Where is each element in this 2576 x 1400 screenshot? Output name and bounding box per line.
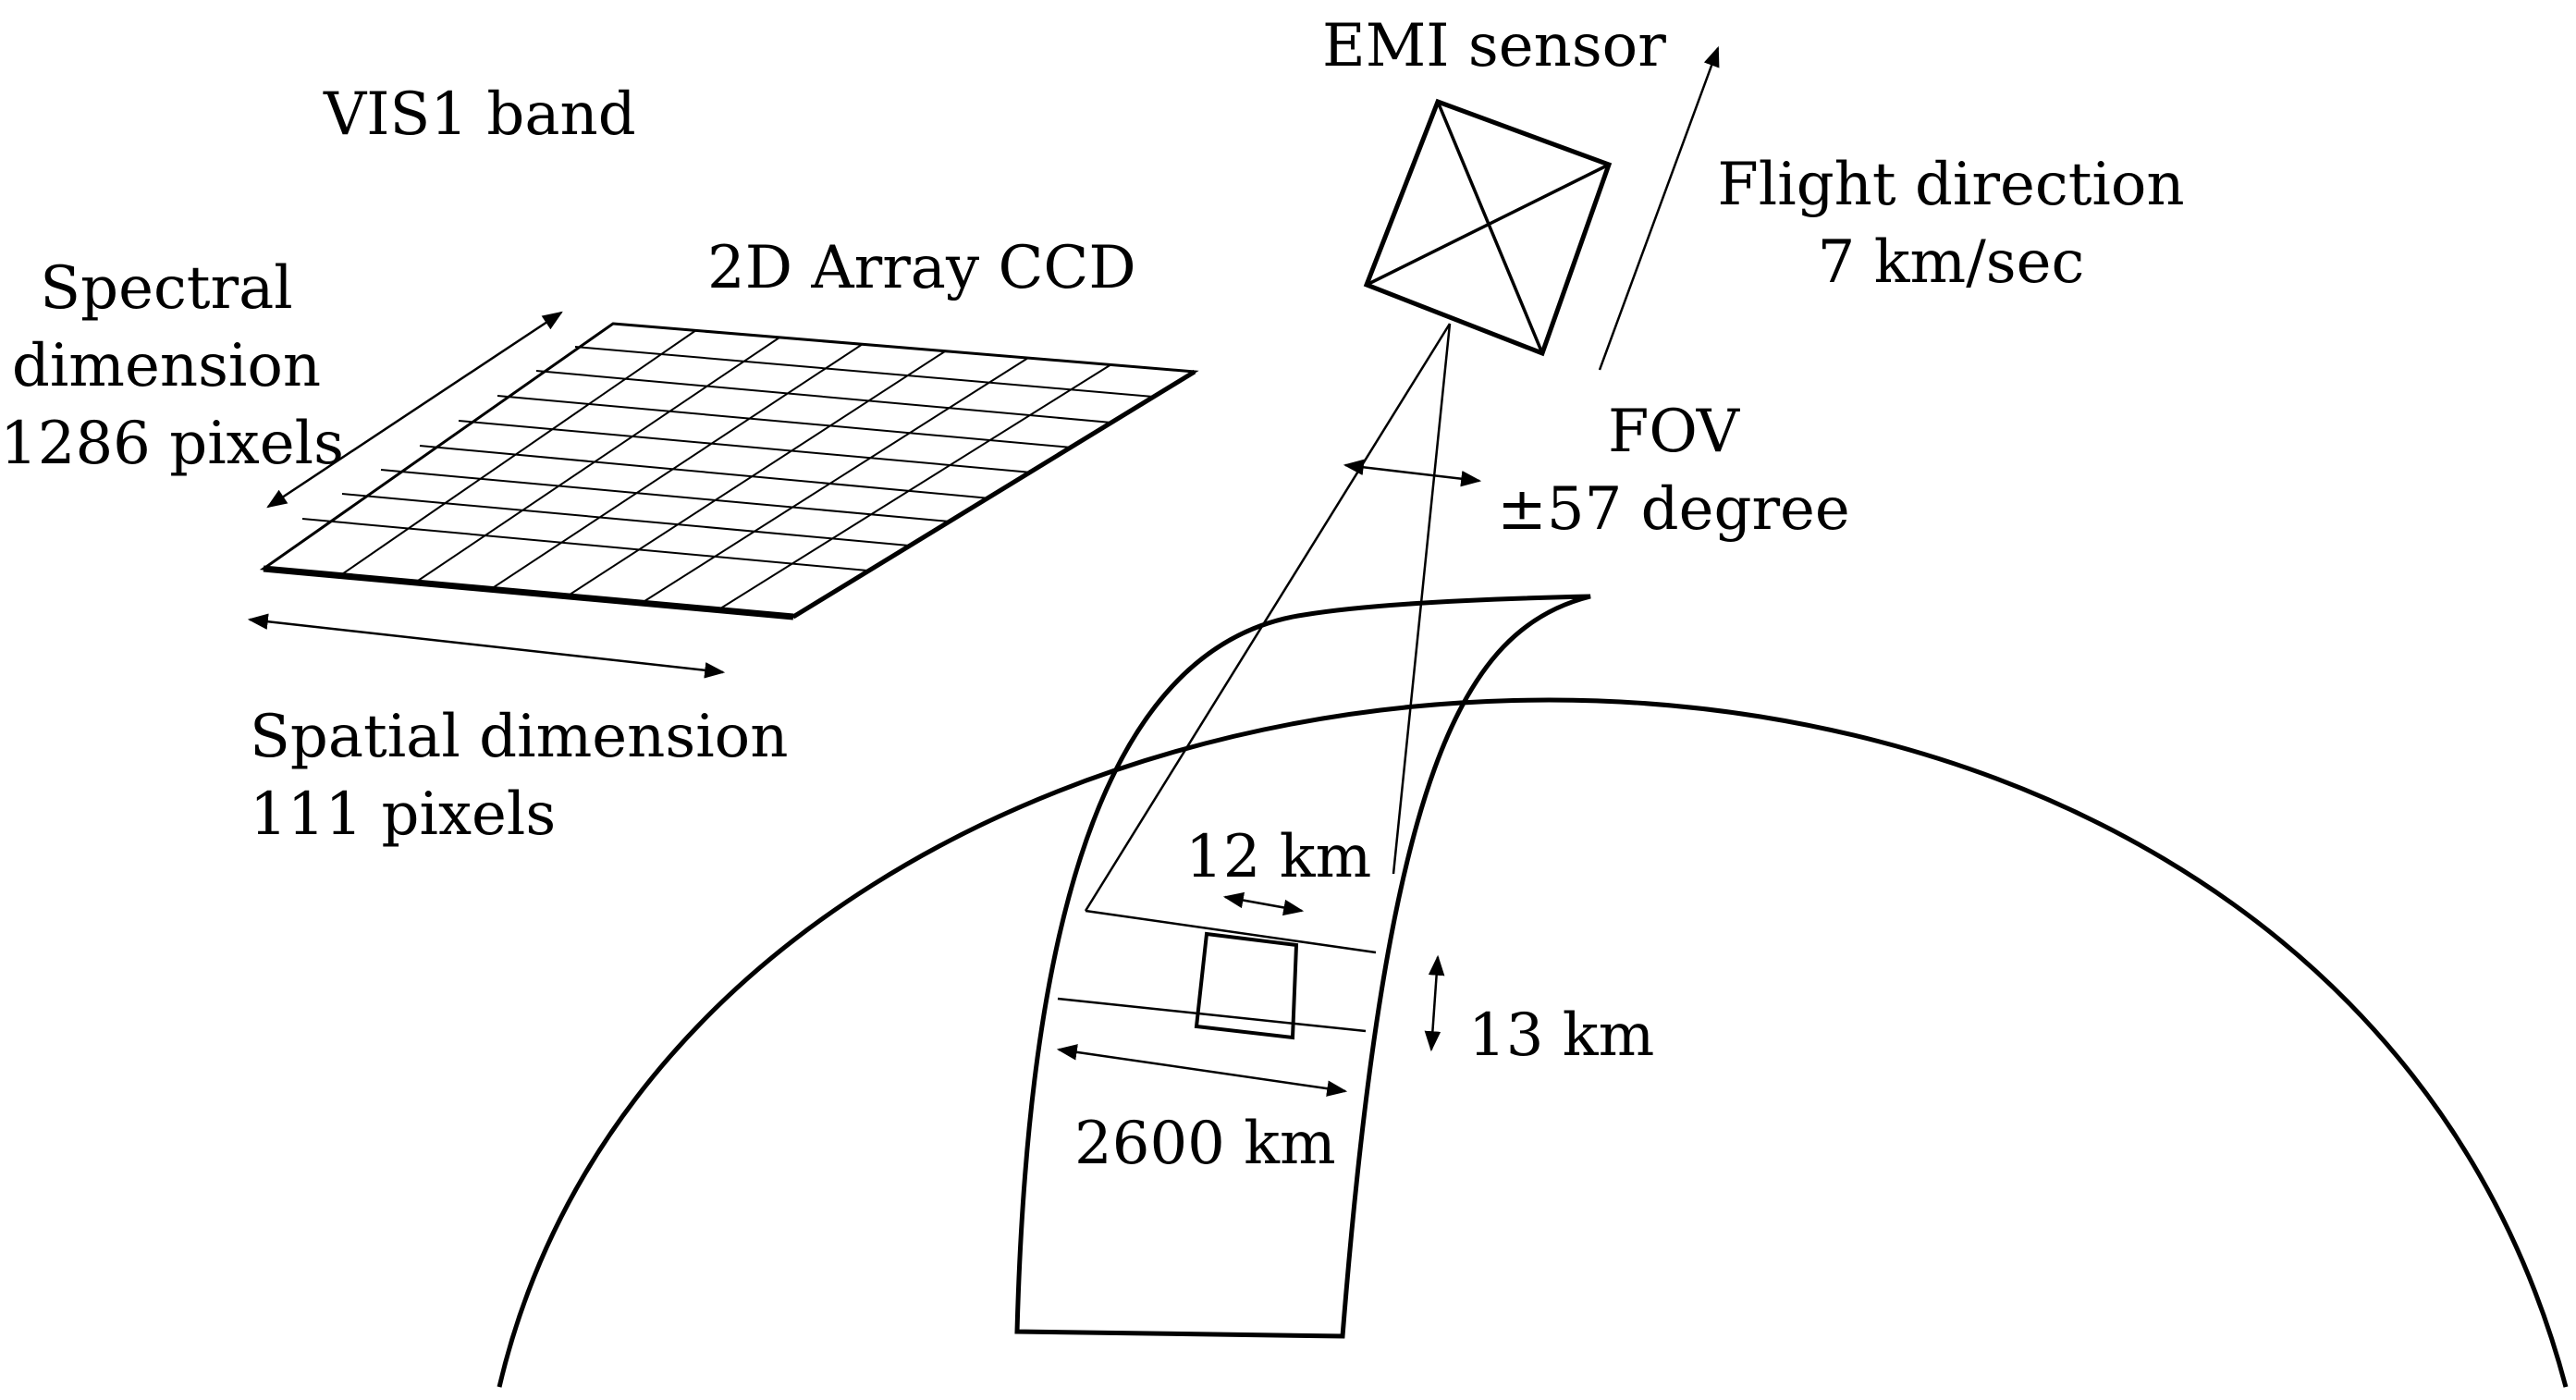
spatial-line-1: Spatial dimension xyxy=(250,703,789,771)
band-label: VIS1 band xyxy=(324,80,636,149)
spatial-line-2: 111 pixels xyxy=(250,780,557,849)
across-pixel-arrow xyxy=(1424,954,1445,1052)
spectral-line-3: 1286 pixels xyxy=(0,410,344,478)
flight-direction-arrow xyxy=(1598,45,1720,371)
earth-horizon xyxy=(497,697,2569,1388)
emi-sensor-icon xyxy=(1363,98,1613,357)
along-pixel-label: 12 km xyxy=(1185,823,1372,891)
spatial-dimension-label: Spatial dimension 111 pixels xyxy=(250,698,788,854)
sensor-label: EMI sensor xyxy=(1322,12,1666,80)
flight-line-1: Flight direction xyxy=(1717,151,2185,219)
swath-width-label: 2600 km xyxy=(1074,1110,1336,1178)
fov-label: FOV ±57 degree xyxy=(1479,393,1868,548)
fov-arrow xyxy=(1343,459,1482,487)
spectral-dimension-arrow xyxy=(266,311,563,509)
across-pixel-label: 13 km xyxy=(1468,1001,1655,1070)
spatial-dimension-arrow xyxy=(247,613,726,679)
scan-line-top xyxy=(1085,909,1377,954)
spectral-line-2: dimension xyxy=(11,332,322,400)
ccd-label: 2D Array CCD xyxy=(707,234,1136,302)
fov-line-2: ±57 degree xyxy=(1497,475,1850,544)
fov-line-right xyxy=(1392,323,1452,875)
swath-outline xyxy=(1014,594,1591,1339)
along-pixel-arrow xyxy=(1222,891,1305,916)
spectral-dimension-label: Spectral dimension 1286 pixels xyxy=(0,250,344,483)
ground-pixel xyxy=(1194,931,1299,1040)
spectral-line-1: Spectral xyxy=(40,254,293,323)
fov-line-left xyxy=(1084,323,1452,912)
flight-direction-label: Flight direction 7 km/sec xyxy=(1701,146,2201,301)
swath-width-arrow xyxy=(1056,1044,1348,1097)
ccd-grid xyxy=(259,322,1199,620)
scan-line-bottom xyxy=(1057,997,1367,1033)
fov-line-1: FOV xyxy=(1608,398,1739,466)
flight-line-2: 7 km/sec xyxy=(1817,228,2085,297)
